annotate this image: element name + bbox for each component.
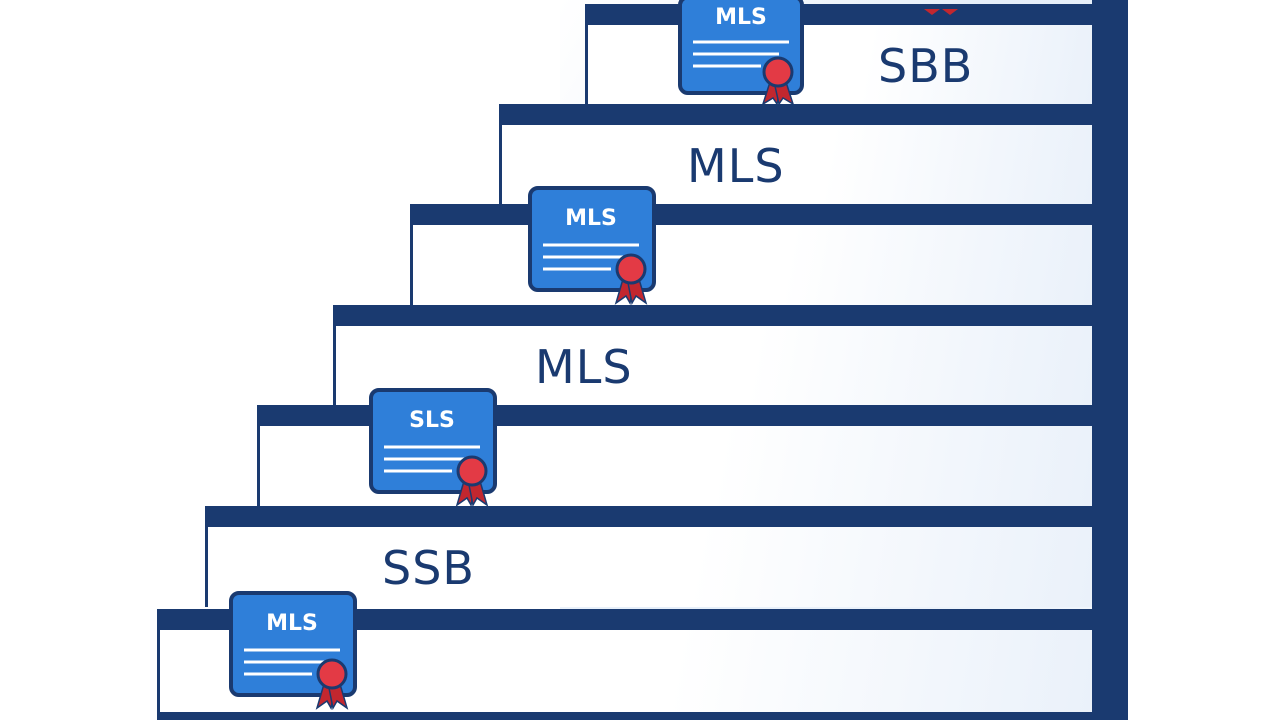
stair-wall — [1092, 0, 1128, 720]
certificate-label-1: MLS — [715, 5, 767, 30]
certificate-label-2: MLS — [565, 206, 617, 231]
stair-step-1: SBB — [585, 4, 1092, 105]
certificate-icon-1: MLS — [677, 0, 804, 106]
certificate-icon-3: SLS — [368, 387, 497, 508]
stair-step-3 — [410, 204, 1092, 305]
step-label-1: SBB — [878, 39, 974, 93]
step-label-6: SSB — [382, 541, 475, 595]
certificate-label-4: MLS — [266, 611, 318, 636]
certificate-label-3: SLS — [409, 408, 455, 433]
floor-line — [157, 712, 1128, 720]
stair-step-2: MLS — [499, 104, 1092, 205]
certificate-icon-2: MLS — [527, 185, 656, 306]
step-label-4: MLS — [535, 340, 633, 394]
ribbon-icon-partial — [920, 0, 962, 15]
step-label-2: MLS — [687, 139, 785, 193]
certificate-icon-4: MLS — [228, 590, 357, 711]
stair-step-6: SSB — [205, 506, 1092, 607]
